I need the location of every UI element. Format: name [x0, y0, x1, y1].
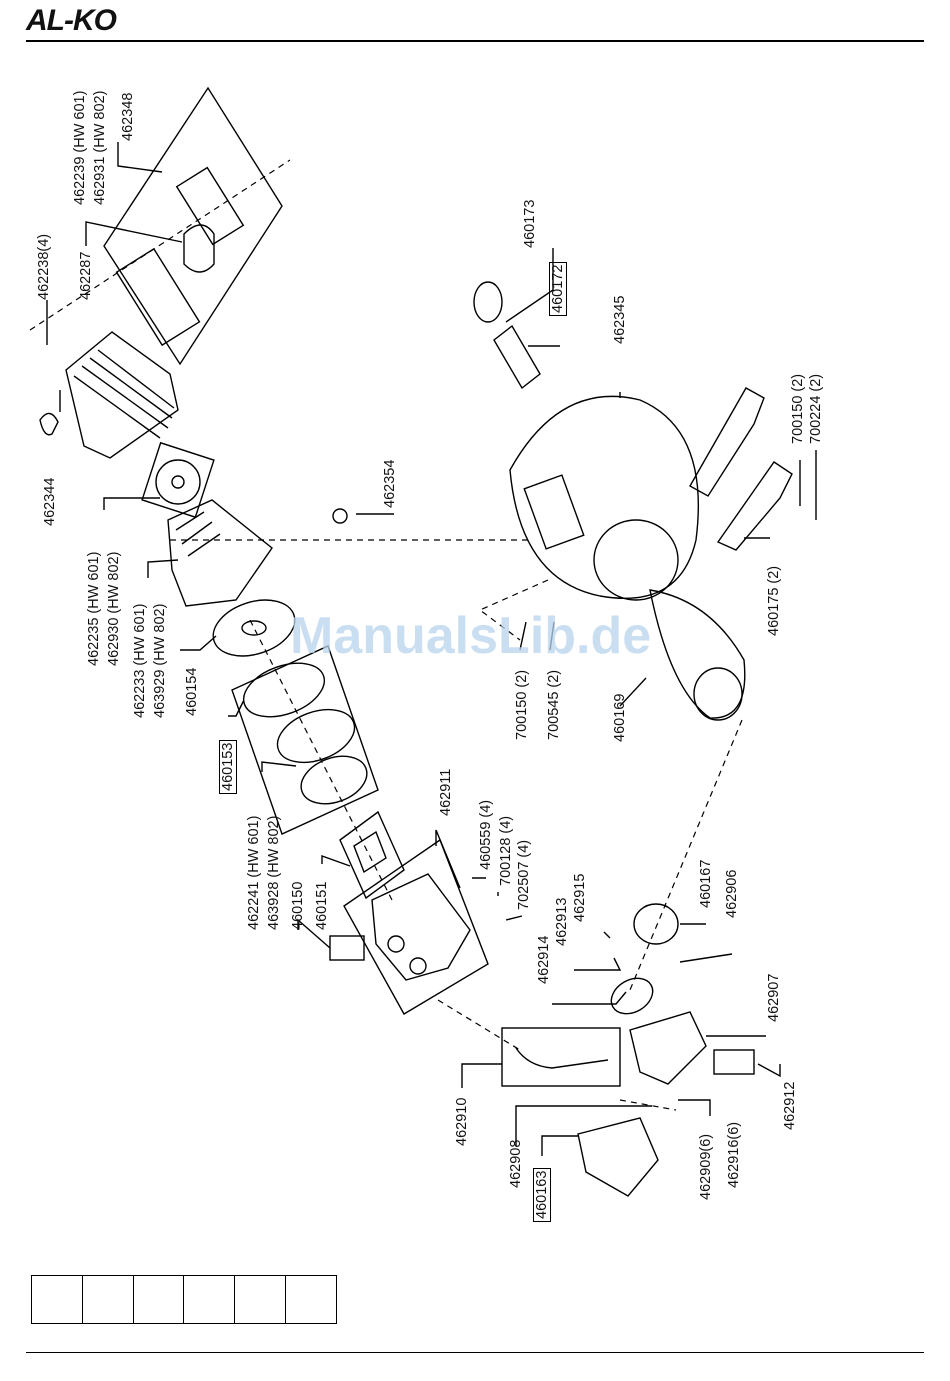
plug-part [332, 508, 348, 524]
header-rule [26, 40, 924, 42]
part-label: 702507 (4) [516, 839, 532, 910]
part-label: 460167 [698, 859, 714, 908]
part-label: 462344 [42, 477, 58, 526]
part-label: 700224 (2) [808, 373, 824, 444]
part-label: 462233 (HW 601) [132, 603, 148, 718]
part-label: 462908 [508, 1139, 524, 1188]
revision-cell [32, 1276, 83, 1323]
connector-box [713, 1049, 755, 1075]
part-label: 700128 (4) [498, 815, 514, 886]
part-label: 462910 [454, 1097, 470, 1146]
pump-housing-frame [343, 838, 489, 1015]
ejector-frame [339, 810, 405, 900]
part-label: 460175 (2) [766, 565, 782, 636]
motor-axis [29, 159, 291, 331]
valve-frame [493, 324, 541, 390]
hose-frame [501, 1027, 621, 1087]
part-label: 462238(4) [36, 233, 52, 300]
part-label-boxed: 460163 [533, 1167, 551, 1222]
diffuser [276, 708, 356, 764]
footer-rule [26, 1352, 924, 1353]
part-label: 462287 [78, 251, 94, 300]
part-label: 460559 (4) [478, 799, 494, 870]
nozzle-box [329, 935, 365, 961]
pressure-switch-disc [610, 977, 654, 1015]
part-label: 700150 (2) [790, 373, 806, 444]
part-label: 462354 [382, 459, 398, 508]
part-label: 462241 (HW 601) [246, 815, 262, 930]
impeller-frame [231, 645, 379, 835]
flexible-hose [515, 1047, 609, 1069]
revision-cell [83, 1276, 134, 1323]
watermark: ManualsLib.de [290, 607, 652, 665]
revision-table [31, 1275, 337, 1324]
part-label: 460151 [314, 881, 330, 930]
part-label: 462906 [724, 869, 740, 918]
fan-frame [141, 441, 215, 519]
revision-cell [184, 1276, 236, 1323]
part-label: 462915 [572, 873, 588, 922]
motor-housing [65, 331, 179, 459]
tank-membrane [649, 589, 746, 719]
electrical-box-frame [103, 86, 283, 366]
motor-stator [167, 499, 273, 607]
part-label: 462909(6) [698, 1133, 714, 1200]
part-label: 460173 [522, 199, 538, 248]
part-label-boxed: 460172 [549, 261, 567, 316]
part-label: 462239 (HW 601) [72, 90, 88, 205]
pump-housing [371, 873, 471, 981]
part-label: 462931 (HW 802) [92, 90, 108, 205]
valve-cap [473, 281, 503, 323]
alko-logo: AL-KO [26, 4, 117, 37]
part-label: 462345 [612, 295, 628, 344]
switch-housing [629, 1011, 707, 1085]
part-label: 460150 [290, 881, 306, 930]
tank-foot-upper [689, 387, 765, 497]
part-label: 460154 [184, 667, 200, 716]
part-label-boxed: 460153 [219, 739, 237, 794]
part-label: 700150 (2) [514, 669, 530, 740]
capacitor [183, 224, 215, 273]
part-label: 700545 (2) [546, 669, 562, 740]
part-label: 462914 [536, 935, 552, 984]
part-label: 463928 (HW 802) [266, 815, 282, 930]
part-label: 460169 [612, 693, 628, 742]
part-label: 462913 [554, 897, 570, 946]
revision-cell [235, 1276, 287, 1323]
fan [155, 459, 201, 505]
terminal-box [175, 166, 245, 246]
seal-disc [212, 599, 296, 657]
tank-foot-lower [716, 461, 793, 551]
impeller [300, 755, 368, 805]
part-label: 463929 (HW 802) [152, 603, 168, 718]
part-label: 462912 [782, 1081, 798, 1130]
part-label: 462911 [438, 768, 454, 816]
pressure-gauge [633, 903, 679, 945]
part-label: 462348 [120, 92, 136, 141]
part-label: 462235 (HW 601) [86, 551, 102, 666]
part-label: 462907 [766, 973, 782, 1022]
handle-clip [39, 412, 59, 436]
switch-cover [577, 1117, 659, 1197]
pressure-tank [509, 395, 699, 600]
part-label: 462916(6) [726, 1121, 742, 1188]
revision-cell [286, 1276, 336, 1323]
part-label: 462930 (HW 802) [106, 551, 122, 666]
revision-cell [134, 1276, 185, 1323]
